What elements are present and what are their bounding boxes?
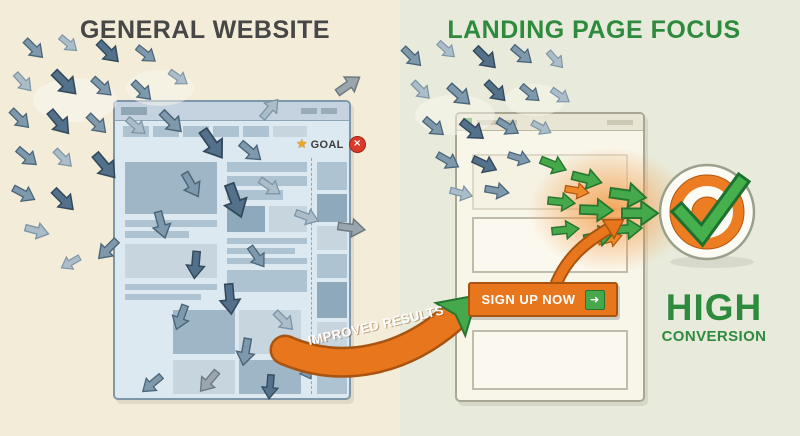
arrow-icon [122,112,151,140]
arrow-icon [447,182,475,205]
signup-arrow-icon: ➜ [584,289,605,310]
arrow-icon [22,219,52,243]
arrow-icon [176,167,207,202]
star-icon: ★ [296,137,308,152]
conversion-target [658,163,756,268]
wireframe-text-line [125,231,189,238]
arrow-icon [217,282,243,316]
wireframe-text-line [125,284,217,290]
arrow-icon [492,113,524,141]
wireframe-divider [311,158,312,394]
arrow-icon [5,104,35,134]
arrow-icon [546,190,577,213]
arrow-icon [331,69,366,101]
checkmark-icon [673,176,747,243]
wireframe-block [125,162,217,214]
arrow-icon [132,40,161,68]
arrow-icon [336,216,367,240]
general-website-title: GENERAL WEBSITE [79,16,331,44]
arrow-icon [233,336,258,368]
arrow-icon [154,105,189,139]
wireframe-sidebar-block [317,194,347,222]
arrow-icon [49,144,78,173]
arrow-icon [468,150,501,179]
wireframe-nav-item [153,126,179,137]
wireframe-nav-item [183,126,209,137]
arrow-icon [536,150,571,180]
close-icon: × [348,136,366,153]
high-text: HIGH [665,287,763,328]
arrow-icon [269,306,299,336]
arrow-icon [193,365,225,398]
browser-menu-line [301,108,317,114]
browser-header [115,102,349,121]
arrow-icon [255,93,285,124]
wireframe-text-line [227,238,307,244]
goal-badge: ★ GOAL × [296,136,366,153]
wireframe-text-line [227,258,307,264]
arrow-icon [578,197,615,223]
arrow-icon [46,183,81,217]
cloud-highlights [33,70,565,135]
wireframe-block [227,270,307,292]
conversion-text: CONVERSION [661,328,767,345]
arrow-icon [242,241,272,272]
browser-menu-line [321,108,337,114]
wireframe-text-line [125,294,201,300]
arrow-icon [86,147,124,185]
arrow-icon [397,42,427,72]
arrow-icon [137,369,167,399]
wireframe-sidebar-block [317,162,347,190]
wireframe-nav-item [213,126,239,137]
wireframe-sidebar-block [317,282,347,318]
landing-page-title: LANDING PAGE FOCUS [447,16,741,44]
wireframe-text-line [227,190,283,200]
wireframe-text-line [227,248,295,254]
browser-logo [121,107,147,115]
general-website-window [113,100,351,400]
arrow-icon [217,179,253,222]
wireframe-block [125,244,217,278]
signup-button: SIGN UP NOW ➜ [468,282,618,317]
arrow-icon [468,41,503,75]
arrow-icon [528,116,555,140]
arrow-icon [260,373,280,401]
arrow-icon [57,250,84,275]
arrow-icon [550,218,581,241]
arrow-icon [542,46,569,73]
improved-results-ribbon [269,293,479,378]
wireframe-nav-item [273,126,307,137]
arrow-icon [292,204,322,230]
high-conversion-label: HIGH CONVERSION [650,289,778,345]
signup-button-label: SIGN UP NOW [481,292,576,307]
arrow-icon [9,180,39,208]
wireframe-sidebar-block [317,254,347,278]
goal-label: GOAL [310,138,344,151]
landing-content-box [472,330,628,390]
arrow-icon [184,249,207,280]
arrow-icon [148,208,175,241]
signup-flow-arrow [550,218,625,287]
arrow-icon [505,147,533,170]
arrow-icon [483,180,511,202]
arrow-icon [92,233,124,266]
arrow-icon [12,142,42,172]
arrow-icon [432,147,464,175]
arrow-icon [507,40,537,70]
arrow-icon [234,135,267,167]
arrow-icon [9,68,37,97]
arrow-icon [254,172,286,201]
wireframe-nav-item [243,126,269,137]
arrow-icon [19,34,49,64]
wireframe-text-line [227,162,307,172]
landing-header-line [607,120,633,125]
arrow-icon [167,301,194,333]
arrow-icon [193,123,232,165]
ribbon-arrowhead-icon [432,293,479,339]
wireframe-block [269,206,307,232]
